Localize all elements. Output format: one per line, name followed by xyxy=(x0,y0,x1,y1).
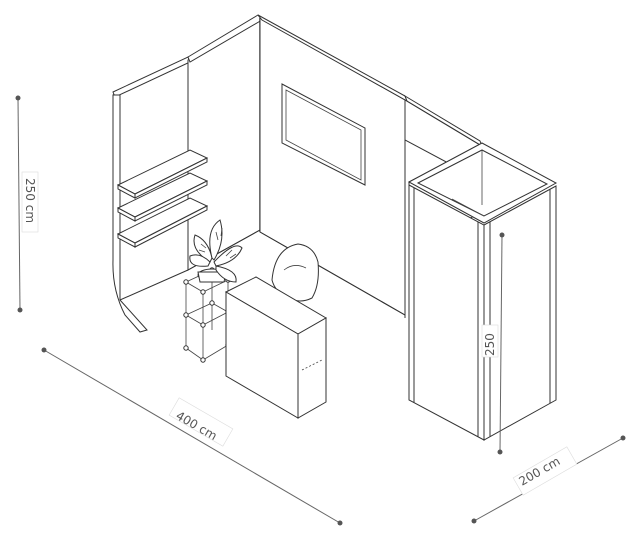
wall-screen xyxy=(281,83,366,186)
dimension-depth: 200 cm xyxy=(471,435,626,524)
shelf-bottom xyxy=(116,197,209,248)
column-tower xyxy=(407,142,558,441)
potted-plant xyxy=(189,219,243,283)
shelf-middle xyxy=(116,172,209,222)
shelf-top xyxy=(116,149,209,199)
counter xyxy=(224,276,327,419)
column-height-label: 250 xyxy=(483,333,497,356)
back-wall-center xyxy=(187,14,263,271)
dimension-height: 250 cm xyxy=(15,95,39,313)
dimension-column-height: 250 xyxy=(481,232,505,455)
height-label: 250 cm xyxy=(23,178,37,223)
